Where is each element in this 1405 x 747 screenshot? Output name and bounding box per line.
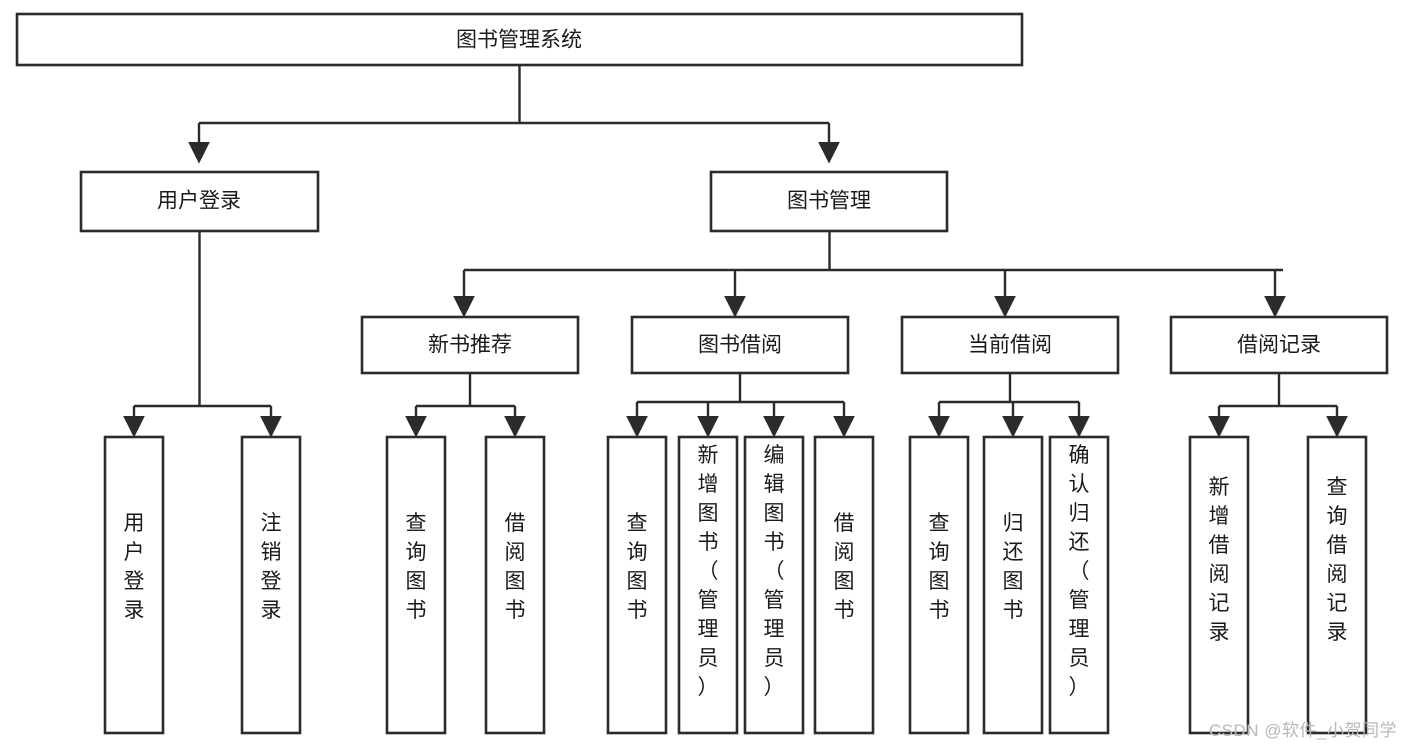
node-user-login-label: 用户登录	[157, 190, 241, 213]
node-leaf-borrow-query-book-label: 查询图书	[627, 512, 648, 622]
node-borrow-record-label: 借阅记录	[1237, 334, 1321, 357]
node-leaf-cur-return-book-label: 归还图书	[1003, 512, 1024, 622]
node-borrow-record[interactable]: 借阅记录	[1169, 315, 1389, 375]
node-book-borrow-label: 图书借阅	[698, 334, 782, 357]
node-leaf-rec-query-record-label: 查询借阅记录	[1327, 476, 1348, 644]
node-leaf-cur-return-book[interactable]: 归还图书	[982, 435, 1044, 735]
node-root-system[interactable]: 图书管理系统	[15, 12, 1024, 67]
node-leaf-borrow-add-book[interactable]: 新增图书（管理员）	[677, 435, 739, 735]
node-current-borrow-label: 当前借阅	[968, 334, 1052, 357]
node-leaf-rec-query-book[interactable]: 查询图书	[385, 435, 447, 735]
node-leaf-rec-add-record[interactable]: 新增借阅记录	[1188, 435, 1250, 735]
node-leaf-rec-add-record-label: 新增借阅记录	[1209, 476, 1230, 644]
node-leaf-rec-query-record[interactable]: 查询借阅记录	[1306, 435, 1368, 735]
node-leaf-borrow-borrow-book-label: 借阅图书	[834, 512, 855, 622]
node-leaf-cur-query-book-label: 查询图书	[929, 512, 950, 622]
node-new-book-rec-label: 新书推荐	[428, 334, 512, 357]
node-leaf-user-login-label: 用户登录	[124, 512, 145, 622]
node-leaf-user-login[interactable]: 用户登录	[103, 435, 165, 735]
node-book-manage-label: 图书管理	[787, 190, 871, 213]
edges-layer	[123, 65, 1348, 438]
node-leaf-rec-borrow-book[interactable]: 借阅图书	[484, 435, 546, 735]
node-book-manage[interactable]: 图书管理	[709, 170, 949, 233]
node-user-login[interactable]: 用户登录	[79, 170, 320, 233]
node-leaf-rec-query-book-label: 查询图书	[406, 512, 427, 622]
node-leaf-user-logout[interactable]: 注销登录	[240, 435, 302, 735]
node-leaf-borrow-query-book[interactable]: 查询图书	[606, 435, 668, 735]
node-leaf-cur-query-book[interactable]: 查询图书	[908, 435, 970, 735]
node-leaf-cur-confirm-return-label: 确认归还（管理员）	[1069, 444, 1090, 699]
node-leaf-borrow-edit-book[interactable]: 编辑图书（管理员）	[743, 435, 805, 735]
leaf-nodes-layer: 用户登录 注销登录 查询图书 借阅图书 查询图书 新增图书（管理员）	[103, 435, 1368, 735]
csdn-watermark: CSDN @软件_小贺同学	[1208, 721, 1397, 740]
node-root-label: 图书管理系统	[456, 29, 582, 52]
node-book-borrow[interactable]: 图书借阅	[630, 315, 850, 375]
node-leaf-rec-borrow-book-label: 借阅图书	[505, 512, 526, 622]
node-leaf-borrow-borrow-book[interactable]: 借阅图书	[813, 435, 875, 735]
node-leaf-borrow-add-book-label: 新增图书（管理员）	[698, 444, 719, 699]
node-leaf-cur-confirm-return[interactable]: 确认归还（管理员）	[1048, 435, 1110, 735]
node-leaf-borrow-edit-book-label: 编辑图书（管理员）	[764, 444, 785, 699]
node-current-borrow[interactable]: 当前借阅	[900, 315, 1120, 375]
node-new-book-rec[interactable]: 新书推荐	[360, 315, 580, 375]
node-leaf-user-logout-label: 注销登录	[261, 512, 282, 622]
